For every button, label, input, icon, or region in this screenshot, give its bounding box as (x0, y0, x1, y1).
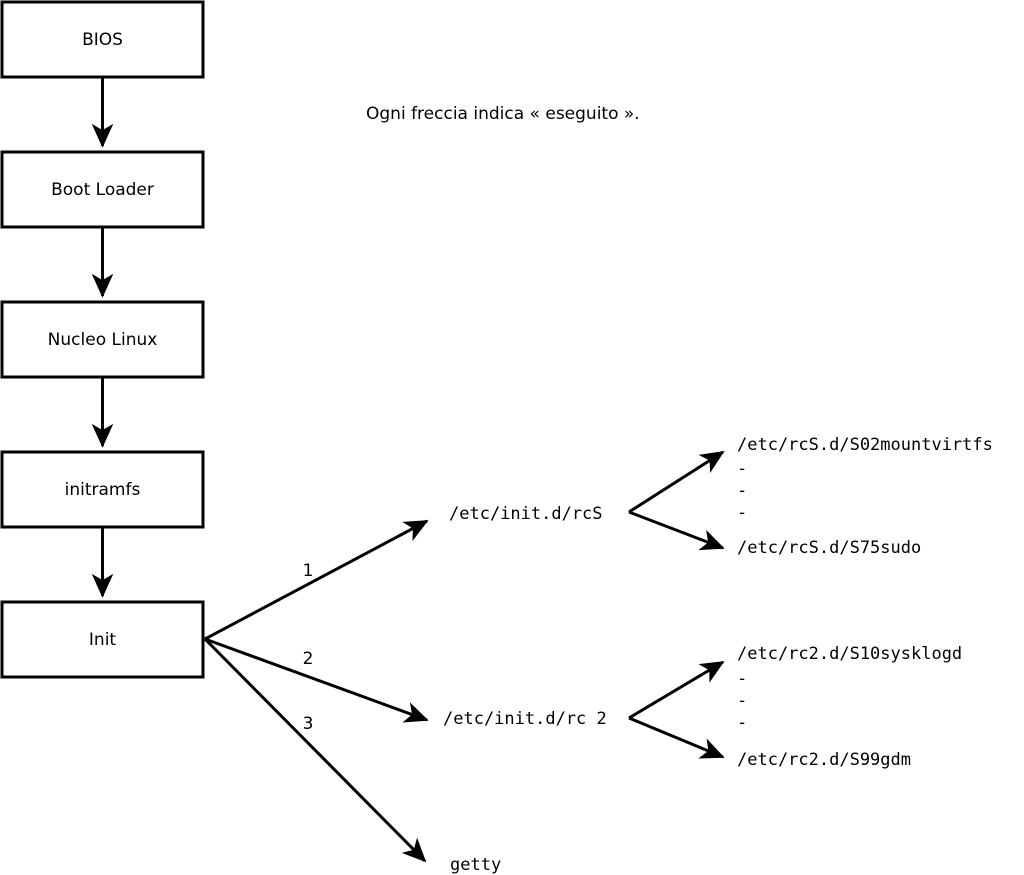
rc2-ellipsis-dash-2: - (737, 691, 747, 711)
rc2-branch-arrows-group (628, 660, 725, 759)
box-nucleo-linux-rect (0, 300, 205, 379)
arrow-rc2-to-first-script (628, 660, 725, 720)
rc2-ellipsis-dash-3: - (737, 713, 747, 733)
arrow-rcs-to-first-script (628, 450, 725, 514)
rcs-ellipsis-dash-1: - (737, 459, 747, 479)
arrow-rcs-to-last-script (628, 510, 725, 551)
box-nucleo-linux-label: Nucleo Linux (48, 330, 158, 350)
label-rcs-first-script: /etc/rcS.d/S02mountvirtfs (737, 435, 993, 455)
rcs-ellipsis-dash-2: - (737, 481, 747, 501)
box-init-label: Init (89, 630, 117, 650)
box-nucleo-linux[interactable]: Nucleo Linux (0, 300, 205, 379)
rcs-scripts-group: /etc/rcS.d/S02mountvirtfs - - - /etc/rcS… (737, 435, 993, 558)
box-initramfs[interactable]: initramfs (0, 450, 205, 529)
init-branch-numbers-group: 1 2 3 (303, 561, 314, 734)
box-bios-rect (0, 0, 205, 79)
rcs-branch-arrows-group (628, 450, 725, 551)
box-boot-loader-label: Boot Loader (51, 180, 154, 200)
rcs-ellipsis-dash-3: - (737, 503, 747, 523)
label-etc-init-d-rcs: /etc/init.d/rcS (449, 504, 603, 524)
rc2-ellipsis-dash-1: - (737, 669, 747, 689)
box-initramfs-rect (0, 450, 205, 529)
label-rcs-last-script: /etc/rcS.d/S75sudo (737, 538, 921, 558)
arrow-init-to-rc2 (204, 637, 429, 723)
label-rc2-first-script: /etc/rc2.d/S10sysklogd (737, 644, 962, 664)
label-rc2-last-script: /etc/rc2.d/S99gdm (737, 750, 911, 770)
rc2-scripts-group: /etc/rc2.d/S10sysklogd - - - /etc/rc2.d/… (737, 644, 962, 770)
box-init[interactable]: Init (0, 600, 205, 679)
diagram-caption: Ogni freccia indica « eseguito ». (366, 104, 640, 124)
label-getty: getty (450, 855, 501, 875)
branch-number-3: 3 (303, 714, 314, 734)
branch-number-1: 1 (303, 561, 314, 581)
box-bios[interactable]: BIOS (0, 0, 205, 79)
init-branch-targets-group: /etc/init.d/rcS /etc/init.d/rc 2 getty (443, 504, 607, 875)
box-bios-label: BIOS (82, 30, 123, 50)
branch-number-2: 2 (303, 649, 314, 669)
arrow-init-to-rcs (204, 519, 429, 641)
label-etc-init-d-rc2: /etc/init.d/rc 2 (443, 709, 607, 729)
box-boot-loader[interactable]: Boot Loader (0, 150, 205, 229)
boot-chain-group: BIOS Boot Loader Nucleo Linux initramfs … (0, 0, 205, 679)
init-branch-arrows-group (203, 519, 429, 863)
box-init-rect (0, 600, 205, 679)
box-initramfs-label: initramfs (65, 480, 141, 500)
arrow-rc2-to-last-script (628, 716, 725, 759)
arrow-init-to-getty (203, 637, 427, 863)
